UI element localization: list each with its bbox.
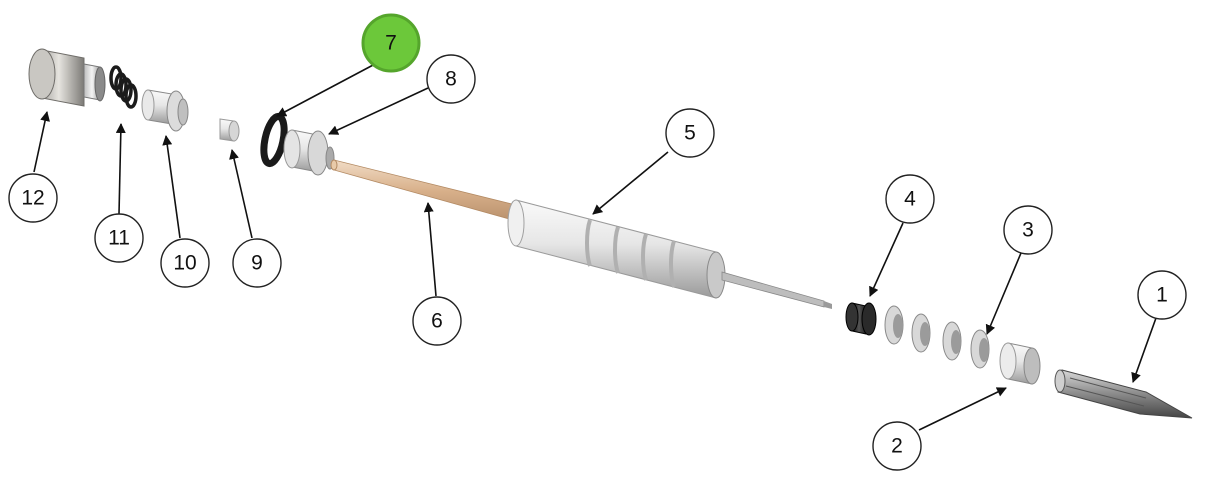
callout-4-label: 4: [904, 188, 916, 211]
leader-line-6: [423, 202, 437, 297]
callout-12: 12: [8, 173, 58, 223]
callout-11-label: 11: [108, 227, 130, 250]
leader-line-4: [869, 222, 904, 297]
part-9-small-washer: [219, 118, 240, 142]
callout-7: 7: [361, 13, 421, 73]
leader-line-2: [918, 387, 1007, 431]
part-10-bushing: [141, 89, 189, 132]
part-7-o-ring: [260, 112, 288, 168]
callout-5: 5: [665, 108, 715, 158]
leader-line-8: [328, 87, 429, 135]
part-3-seal-stack: [884, 305, 990, 369]
callout-2: 2: [872, 421, 922, 471]
callout-5-label: 5: [684, 122, 696, 145]
leader-line-1: [1131, 317, 1157, 383]
leader-line-5: [592, 151, 669, 215]
leader-line-7: [276, 63, 376, 117]
callout-4: 4: [885, 174, 935, 224]
callout-6-label: 6: [431, 310, 443, 333]
part-2-nozzle-cap: [999, 342, 1041, 385]
part-4-dark-nut: [845, 302, 877, 336]
callout-6: 6: [412, 296, 462, 346]
leader-line-9: [229, 149, 253, 239]
callout-7-label: 7: [385, 32, 397, 55]
leader-line-11: [115, 123, 126, 215]
part-8-guide-bushing: [283, 129, 335, 176]
callout-2-label: 2: [891, 435, 903, 458]
callout-3: 3: [1003, 205, 1053, 255]
leader-line-10: [162, 135, 181, 239]
callout-11: 11: [94, 213, 144, 263]
part-1-pointed-tip: [1054, 369, 1193, 419]
callout-8: 8: [426, 54, 476, 104]
callout-12-label: 12: [21, 187, 44, 210]
callout-3-label: 3: [1022, 219, 1034, 242]
part-5-main-body: [507, 199, 832, 309]
part-12-end-cap: [28, 48, 106, 107]
callout-1: 1: [1137, 270, 1187, 320]
callout-9: 9: [232, 238, 282, 288]
leader-line-3: [985, 252, 1022, 335]
part-6-brass-rod: [330, 159, 521, 223]
leader-line-12: [33, 111, 50, 173]
part-11-spring: [109, 65, 138, 109]
callout-1-label: 1: [1156, 284, 1168, 307]
callout-10-label: 10: [173, 252, 196, 275]
callout-9-label: 9: [251, 252, 263, 275]
callout-10: 10: [160, 238, 210, 288]
callout-8-label: 8: [445, 68, 457, 91]
